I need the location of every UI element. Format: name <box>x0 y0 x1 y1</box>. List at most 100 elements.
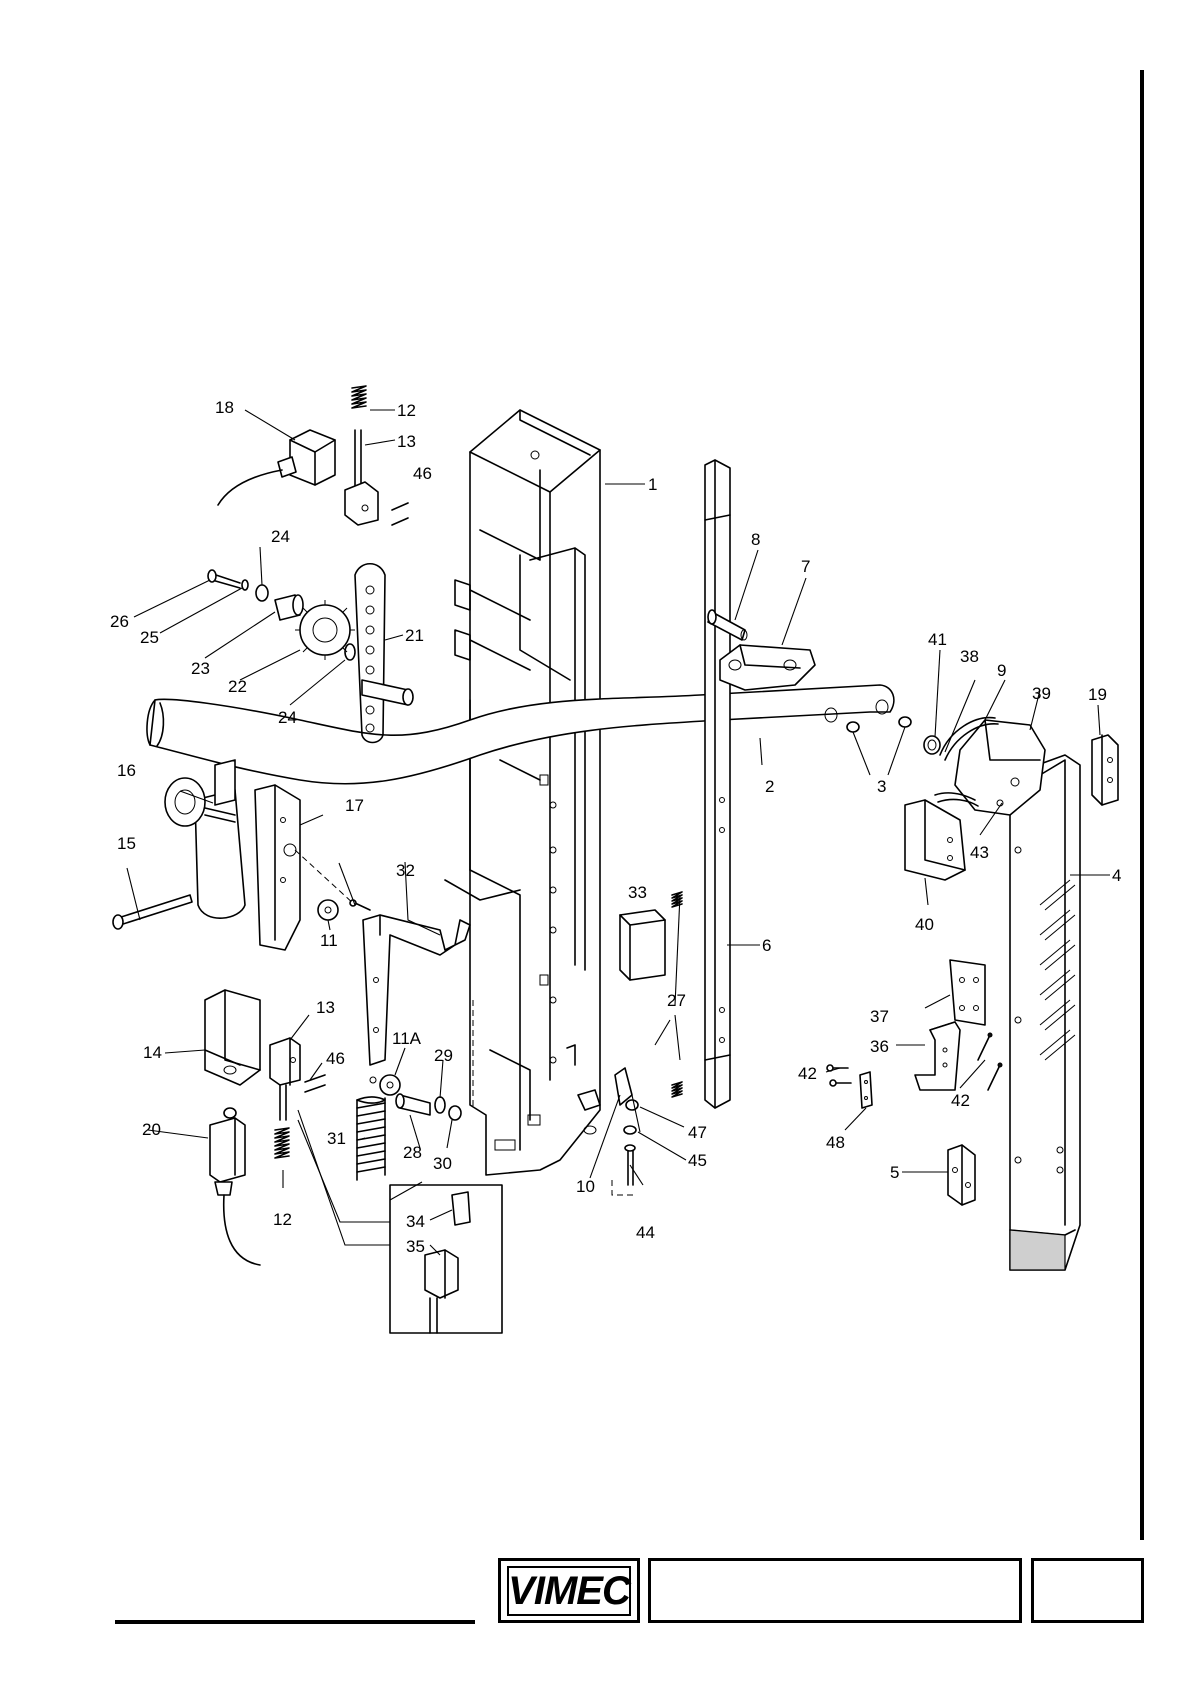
part-28-shaft <box>396 1094 430 1115</box>
part-47-nut <box>626 1100 638 1110</box>
part-11-sprocket <box>318 900 370 920</box>
brand-logo-text: VIMEC <box>508 1571 630 1611</box>
callout-42-right: 42 <box>951 1091 970 1110</box>
callout-27: 27 <box>667 991 686 1010</box>
callout-10: 10 <box>576 1177 595 1196</box>
callout-16: 16 <box>117 761 136 780</box>
part-12-spring-middle <box>275 1128 289 1158</box>
callout-23: 23 <box>191 659 210 678</box>
callout-24-bottom: 24 <box>278 708 297 727</box>
callout-45: 45 <box>688 1151 707 1170</box>
callout-30: 30 <box>433 1154 452 1173</box>
callout-7: 7 <box>801 557 810 576</box>
callout-34: 34 <box>406 1212 425 1231</box>
callout-5: 5 <box>890 1163 899 1182</box>
part-13-rod-middle <box>270 1038 300 1120</box>
part-13-rod-top <box>345 430 378 525</box>
callout-13-top: 13 <box>397 432 416 451</box>
callout-46-top: 46 <box>413 464 432 483</box>
part-45-nut <box>624 1126 636 1134</box>
page-number-field <box>1031 1558 1144 1623</box>
callout-12-top: 12 <box>397 401 416 420</box>
callout-47: 47 <box>688 1123 707 1142</box>
callout-29: 29 <box>434 1046 453 1065</box>
callout-37: 37 <box>870 1007 889 1026</box>
callout-36: 36 <box>870 1037 889 1056</box>
part-5-hinge <box>948 1145 975 1205</box>
bolt-guide-dashes <box>612 1180 635 1195</box>
brand-logo-box: VIMEC <box>498 1558 640 1623</box>
callout-21: 21 <box>405 626 424 645</box>
part-42-screws <box>827 1033 1002 1090</box>
part-23-spacer <box>275 595 303 620</box>
callout-13-middle: 13 <box>316 998 335 1017</box>
part-21-chain <box>355 564 413 743</box>
callout-40: 40 <box>915 915 934 934</box>
part-3-rings <box>847 717 911 732</box>
callout-14: 14 <box>143 1043 162 1062</box>
callout-42-left: 42 <box>798 1064 817 1083</box>
callout-28: 28 <box>403 1143 422 1162</box>
callout-18: 18 <box>215 398 234 417</box>
callout-35: 35 <box>406 1237 425 1256</box>
callout-1: 1 <box>648 475 657 494</box>
part-6-slider-bar <box>705 460 730 1108</box>
part-31-spring <box>357 1097 385 1180</box>
callout-41: 41 <box>928 630 947 649</box>
part-4-post <box>1010 755 1080 1270</box>
part-12-spring-top <box>352 386 366 408</box>
callout-9: 9 <box>997 661 1006 680</box>
part-26-bolt <box>208 570 240 588</box>
callout-3: 3 <box>877 777 886 796</box>
part-40-angle-bracket <box>905 800 965 880</box>
callout-46-middle: 46 <box>326 1049 345 1068</box>
callout-31: 31 <box>327 1129 346 1148</box>
part-37-plate <box>950 960 985 1025</box>
callout-11a: 11A <box>392 1029 422 1048</box>
callout-8: 8 <box>751 530 760 549</box>
callout-39: 39 <box>1032 684 1051 703</box>
callout-17: 17 <box>345 796 364 815</box>
callout-24-top: 24 <box>271 527 290 546</box>
part-20-limit-switch <box>210 1108 260 1265</box>
callout-2: 2 <box>765 777 774 796</box>
part-1-main-column <box>445 410 600 1175</box>
right-border-rule <box>1140 70 1144 1540</box>
part-17-motor-plate <box>255 785 355 950</box>
callout-11: 11 <box>320 931 338 950</box>
callout-48: 48 <box>826 1133 845 1152</box>
part-25-washer <box>242 580 248 590</box>
part-48-small-plate <box>860 1072 872 1108</box>
callout-6: 6 <box>762 936 771 955</box>
part-7-pivot-bracket <box>720 645 815 690</box>
callout-43: 43 <box>970 843 989 862</box>
bottom-left-rule <box>115 1620 475 1624</box>
part-33-block <box>620 910 665 980</box>
callout-12-bottom: 12 <box>273 1210 292 1229</box>
part-22-sprocket <box>295 600 355 660</box>
callout-19: 19 <box>1088 685 1107 704</box>
callout-22: 22 <box>228 677 247 696</box>
part-46-screws-middle <box>305 1075 325 1092</box>
part-46-screws-top <box>392 503 408 525</box>
callout-20: 20 <box>142 1120 161 1139</box>
part-14-bracket <box>205 990 260 1085</box>
callout-38: 38 <box>960 647 979 666</box>
title-block-field <box>648 1558 1022 1623</box>
brand-logo: VIMEC <box>507 1566 631 1616</box>
part-29-washer <box>435 1097 445 1113</box>
part-15-bolt <box>113 895 192 929</box>
part-19-bracket <box>1092 735 1118 805</box>
part-30-nut <box>449 1106 461 1120</box>
part-16-motor <box>165 760 245 918</box>
callout-15: 15 <box>117 834 136 853</box>
callout-44: 44 <box>636 1223 655 1242</box>
callout-33: 33 <box>628 883 647 902</box>
callout-32: 32 <box>396 861 415 880</box>
callout-26: 26 <box>110 612 129 631</box>
callout-25: 25 <box>140 628 159 647</box>
part-11a-sprocket <box>370 1075 400 1095</box>
part-41-bushing <box>924 736 940 754</box>
part-18-switch <box>218 430 335 505</box>
